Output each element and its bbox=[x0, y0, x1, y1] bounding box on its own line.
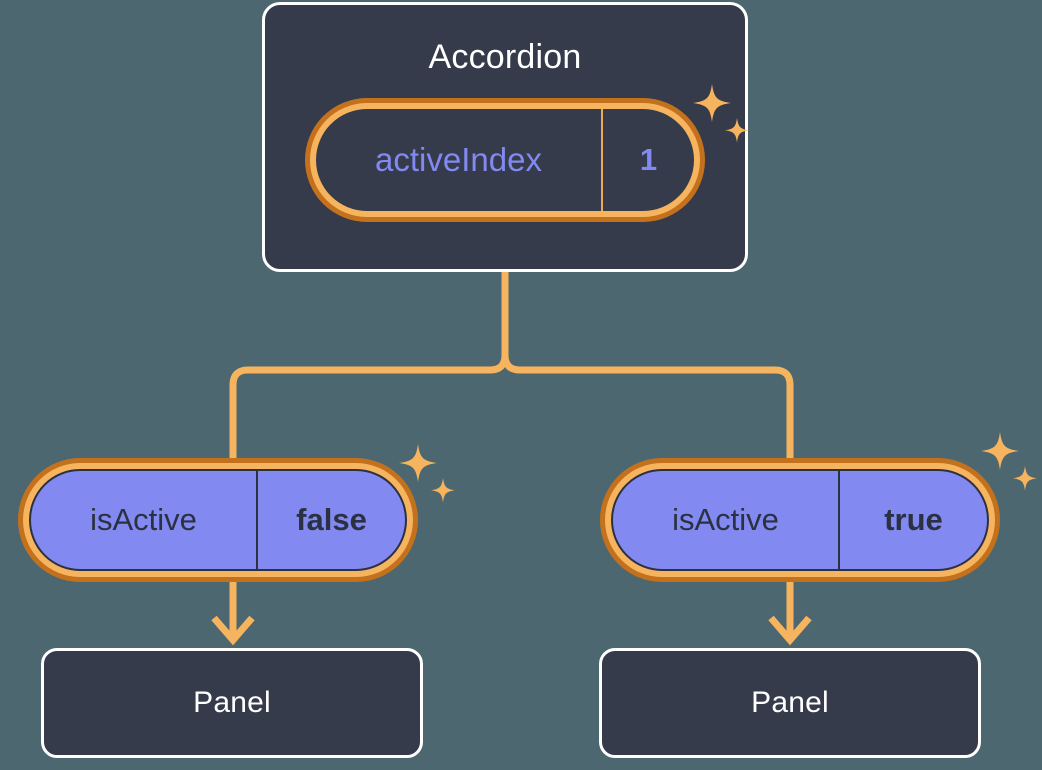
panel-title-right: Panel bbox=[751, 686, 829, 719]
prop-pill-is-active-false[interactable]: isActive false bbox=[18, 458, 418, 582]
prop-pill-body-left: isActive false bbox=[29, 469, 407, 571]
state-pill-label-active-index: activeIndex bbox=[375, 141, 542, 178]
panel-component-box-right[interactable]: Panel bbox=[599, 648, 981, 758]
arrow-head-right-icon bbox=[768, 615, 812, 646]
accordion-title: Accordion bbox=[428, 38, 582, 76]
arrow-head-left-icon bbox=[211, 615, 255, 646]
prop-pill-value-left: false bbox=[256, 471, 405, 569]
prop-pill-label-right: isActive bbox=[672, 502, 779, 537]
prop-pill-ring-left: isActive false bbox=[23, 463, 413, 577]
prop-pill-value-right: true bbox=[838, 471, 987, 569]
panel-title-left: Panel bbox=[193, 686, 271, 719]
state-pill-active-index[interactable]: activeIndex 1 bbox=[305, 98, 705, 222]
state-pill-ring: activeIndex 1 bbox=[310, 103, 700, 217]
prop-pill-ring-right: isActive true bbox=[605, 463, 995, 577]
prop-pill-label-left: isActive bbox=[90, 502, 197, 537]
state-pill-value-active-index: 1 bbox=[601, 109, 694, 211]
panel-component-box-left[interactable]: Panel bbox=[41, 648, 423, 758]
state-pill-body: activeIndex 1 bbox=[316, 109, 694, 211]
connector-branch-path bbox=[229, 268, 794, 462]
prop-pill-body-right: isActive true bbox=[611, 469, 989, 571]
prop-pill-is-active-true[interactable]: isActive true bbox=[600, 458, 1000, 582]
